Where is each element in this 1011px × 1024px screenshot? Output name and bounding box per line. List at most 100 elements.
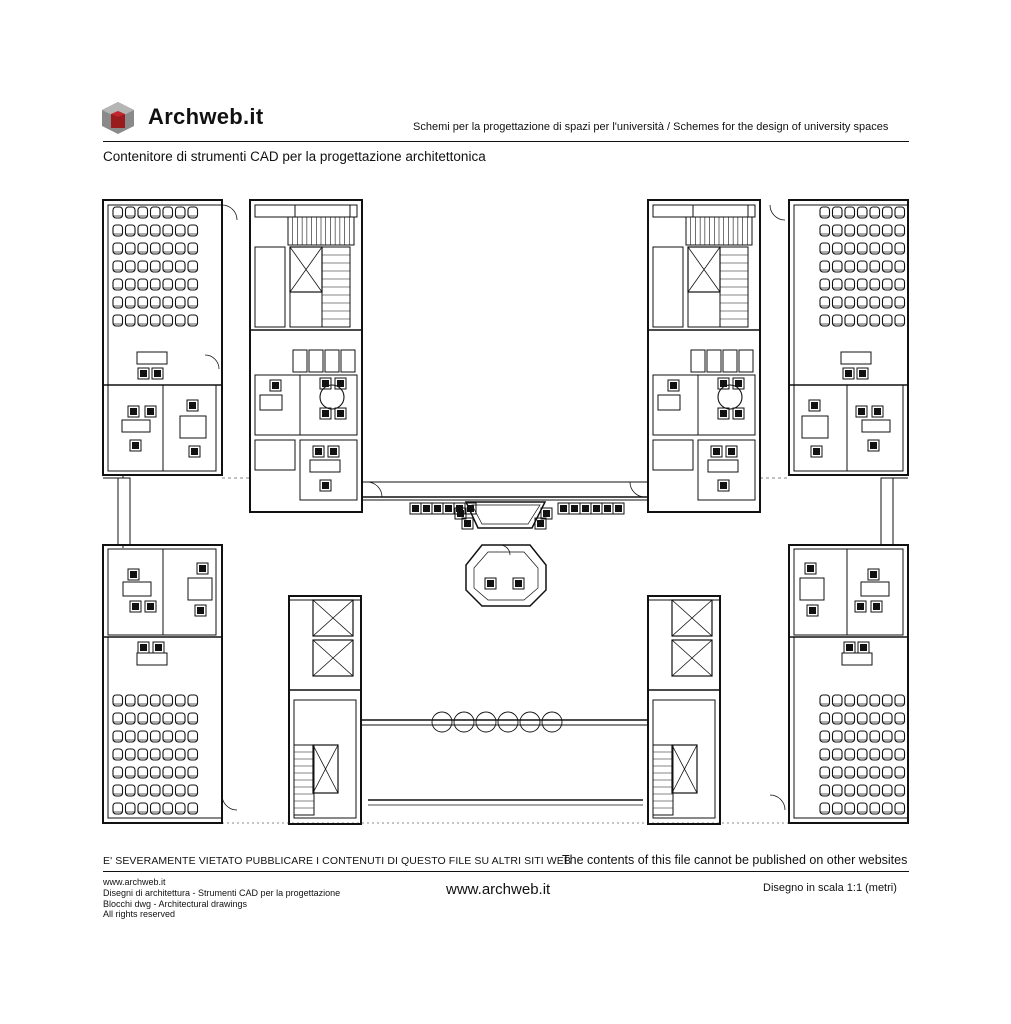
hall-seat bbox=[894, 278, 906, 291]
chair bbox=[487, 580, 494, 587]
chair bbox=[484, 577, 497, 590]
hall-seat bbox=[856, 712, 868, 725]
chair bbox=[127, 568, 140, 581]
hall-seat bbox=[174, 784, 186, 797]
hall-seat bbox=[869, 206, 881, 219]
hall-seat bbox=[856, 802, 868, 815]
chair bbox=[319, 407, 332, 420]
hall-seat bbox=[869, 766, 881, 779]
chair bbox=[188, 445, 201, 458]
entrance-door bbox=[431, 721, 453, 733]
locker bbox=[690, 349, 706, 373]
hall-seat bbox=[162, 694, 174, 707]
lecture-hall bbox=[107, 636, 223, 819]
hall-seat bbox=[831, 730, 843, 743]
chair bbox=[667, 379, 680, 392]
elevator-shaft bbox=[671, 599, 713, 637]
hall-seat bbox=[881, 278, 893, 291]
hall-seat bbox=[819, 766, 831, 779]
hall-seat bbox=[124, 730, 136, 743]
chair bbox=[867, 439, 880, 452]
hall-seat bbox=[174, 802, 186, 815]
hall-seat bbox=[187, 694, 199, 707]
hall-seat bbox=[844, 694, 856, 707]
hall-seat bbox=[894, 260, 906, 273]
bar-stool bbox=[454, 507, 467, 520]
hall-seat bbox=[831, 694, 843, 707]
bar-stool bbox=[604, 505, 611, 512]
elevator-shaft bbox=[312, 744, 339, 794]
hall-seat bbox=[112, 784, 124, 797]
header-rule bbox=[103, 141, 909, 142]
hall-seat bbox=[124, 278, 136, 291]
chair bbox=[870, 600, 883, 613]
hall-seat bbox=[124, 242, 136, 255]
hall-seat bbox=[831, 314, 843, 327]
hall-seat bbox=[174, 766, 186, 779]
hall-seat bbox=[124, 694, 136, 707]
elevator-shaft bbox=[312, 639, 354, 677]
entrance-door bbox=[519, 711, 541, 723]
hall-seat bbox=[856, 730, 868, 743]
chair bbox=[186, 399, 199, 412]
hall-seat bbox=[187, 314, 199, 327]
hall-seat bbox=[149, 802, 161, 815]
hall-seat bbox=[149, 296, 161, 309]
hall-seat bbox=[124, 296, 136, 309]
office-room bbox=[846, 384, 904, 472]
hall-seat bbox=[149, 242, 161, 255]
hall-seat bbox=[819, 712, 831, 725]
chair bbox=[858, 408, 865, 415]
bar-stool bbox=[467, 505, 474, 512]
chair bbox=[717, 407, 730, 420]
entrance-door bbox=[431, 711, 453, 723]
chair bbox=[127, 405, 140, 418]
bar-stool bbox=[582, 505, 589, 512]
bar-stool bbox=[593, 505, 600, 512]
locker bbox=[738, 349, 754, 373]
bar-stool bbox=[560, 505, 567, 512]
hall-seat bbox=[894, 296, 906, 309]
bar-stool bbox=[434, 505, 441, 512]
hall-seat bbox=[162, 748, 174, 761]
locker bbox=[292, 349, 308, 373]
hall-seat bbox=[819, 242, 831, 255]
hall-seat bbox=[856, 766, 868, 779]
hall-seat bbox=[174, 712, 186, 725]
hall-seat bbox=[137, 314, 149, 327]
hall-seat bbox=[856, 694, 868, 707]
hall-seat bbox=[844, 296, 856, 309]
bar-stool bbox=[612, 502, 625, 515]
hall-seat bbox=[149, 314, 161, 327]
hall-seat bbox=[894, 766, 906, 779]
elevator-shaft bbox=[671, 639, 713, 677]
hall-seat bbox=[124, 260, 136, 273]
bar-stool bbox=[534, 517, 547, 530]
service-core bbox=[249, 199, 363, 513]
hall-seat bbox=[881, 694, 893, 707]
hall-seat bbox=[869, 314, 881, 327]
hall-seat bbox=[819, 296, 831, 309]
bar-stool bbox=[615, 505, 622, 512]
hall-seat bbox=[844, 224, 856, 237]
hall-seat bbox=[894, 206, 906, 219]
elevator-shaft bbox=[289, 246, 323, 293]
hall-seat bbox=[137, 712, 149, 725]
entrance-door bbox=[453, 721, 475, 733]
chair bbox=[140, 370, 147, 377]
chair bbox=[842, 367, 855, 380]
hall-seat bbox=[894, 730, 906, 743]
chair bbox=[319, 377, 332, 390]
hall-seat bbox=[112, 712, 124, 725]
hall-seat bbox=[137, 224, 149, 237]
window-band bbox=[652, 204, 756, 218]
bar-stool bbox=[423, 505, 430, 512]
footer-site-link[interactable]: www.archweb.it bbox=[446, 881, 551, 898]
lecturer-desk bbox=[136, 351, 168, 365]
office-room bbox=[299, 439, 358, 501]
hall-seat bbox=[844, 748, 856, 761]
stair-hall bbox=[293, 699, 357, 819]
hall-seat bbox=[187, 712, 199, 725]
elevator-shaft bbox=[312, 744, 339, 794]
